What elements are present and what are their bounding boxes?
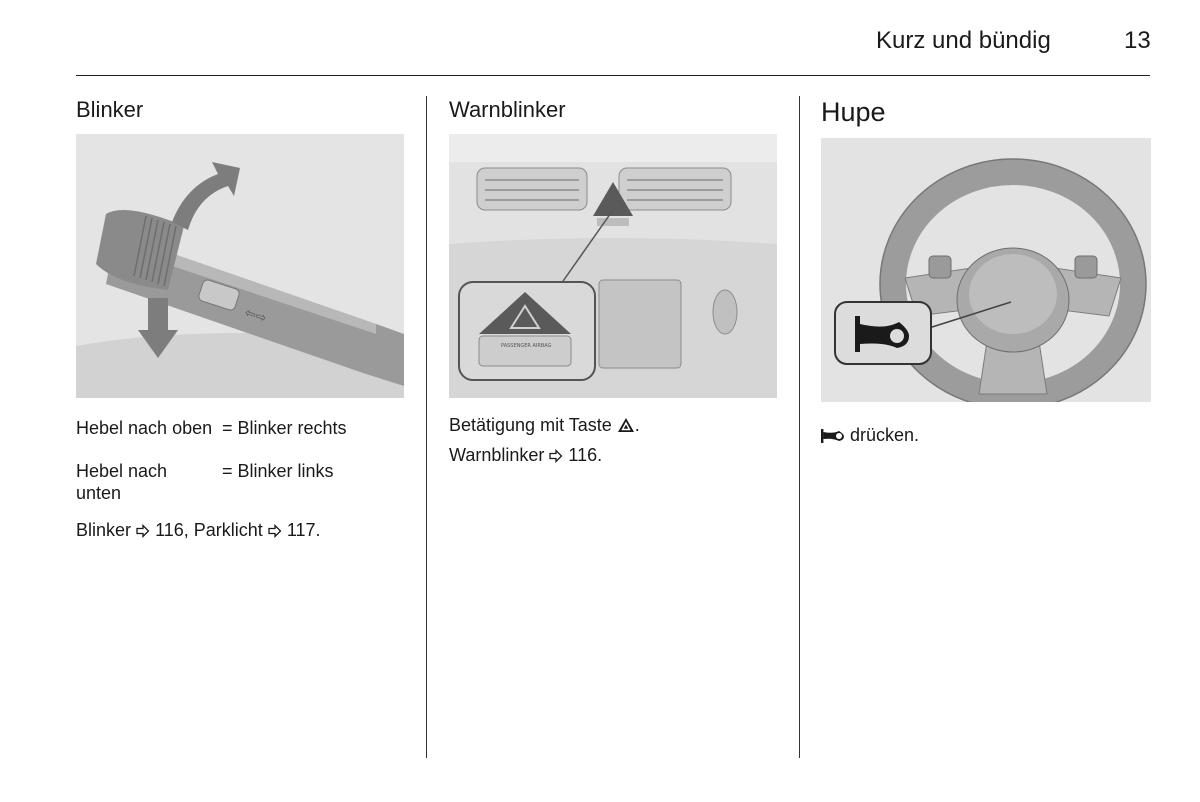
hazard-switch-illustration: PASSENGER AIRBAG xyxy=(449,134,777,398)
instruction-text: Betätigung mit Taste xyxy=(449,415,612,435)
section-heading-warnblinker: Warnblinker xyxy=(449,97,566,122)
lever-direction-label: Hebel nach unten xyxy=(76,461,168,503)
passenger-airbag-label: PASSENGER AIRBAG xyxy=(501,343,552,349)
reference-page: 116, xyxy=(155,520,189,540)
arrow-right-outline-icon xyxy=(136,521,150,543)
horn-instruction: drücken. xyxy=(821,424,1151,448)
column-divider xyxy=(799,96,800,758)
reference-page: 117. xyxy=(286,520,321,540)
arrow-right-outline-icon xyxy=(549,446,563,468)
turn-signal-lever-illustration: ⇦⇨ xyxy=(76,134,404,398)
svg-text:⇦⇨: ⇦⇨ xyxy=(243,306,268,327)
header-divider xyxy=(76,75,1150,76)
section-heading-blinker: Blinker xyxy=(76,97,144,122)
lever-table-row: Hebel nach unten = Blinker links xyxy=(76,460,416,504)
instruction-text: drücken. xyxy=(850,425,920,445)
blinker-references: Blinker 116, Parklicht 117. xyxy=(76,519,416,543)
column-divider xyxy=(426,96,427,758)
lever-result-value: = Blinker links xyxy=(222,461,334,481)
lever-table-row: Hebel nach oben = Blinker rechts xyxy=(76,417,416,461)
horn-icon xyxy=(821,426,845,448)
hazard-triangle-icon xyxy=(617,416,635,438)
page-number: 13 xyxy=(1124,27,1151,54)
reference-text: Blinker xyxy=(76,520,132,540)
reference-text: Warnblinker xyxy=(449,445,545,465)
page-header-title: Kurz und bündig xyxy=(876,27,1051,54)
instruction-period: . xyxy=(634,415,640,435)
section-heading-hupe: Hupe xyxy=(821,97,886,127)
hazard-reference: Warnblinker 116. xyxy=(449,444,789,468)
reference-text: Parklicht xyxy=(193,520,263,540)
lever-result-value: = Blinker rechts xyxy=(222,418,347,438)
arrow-right-outline-icon xyxy=(268,521,282,543)
lever-direction-label: Hebel nach oben xyxy=(76,418,213,438)
steering-wheel-horn-illustration xyxy=(821,138,1151,402)
hazard-instruction: Betätigung mit Taste . xyxy=(449,414,789,438)
reference-page: 116. xyxy=(568,445,603,465)
